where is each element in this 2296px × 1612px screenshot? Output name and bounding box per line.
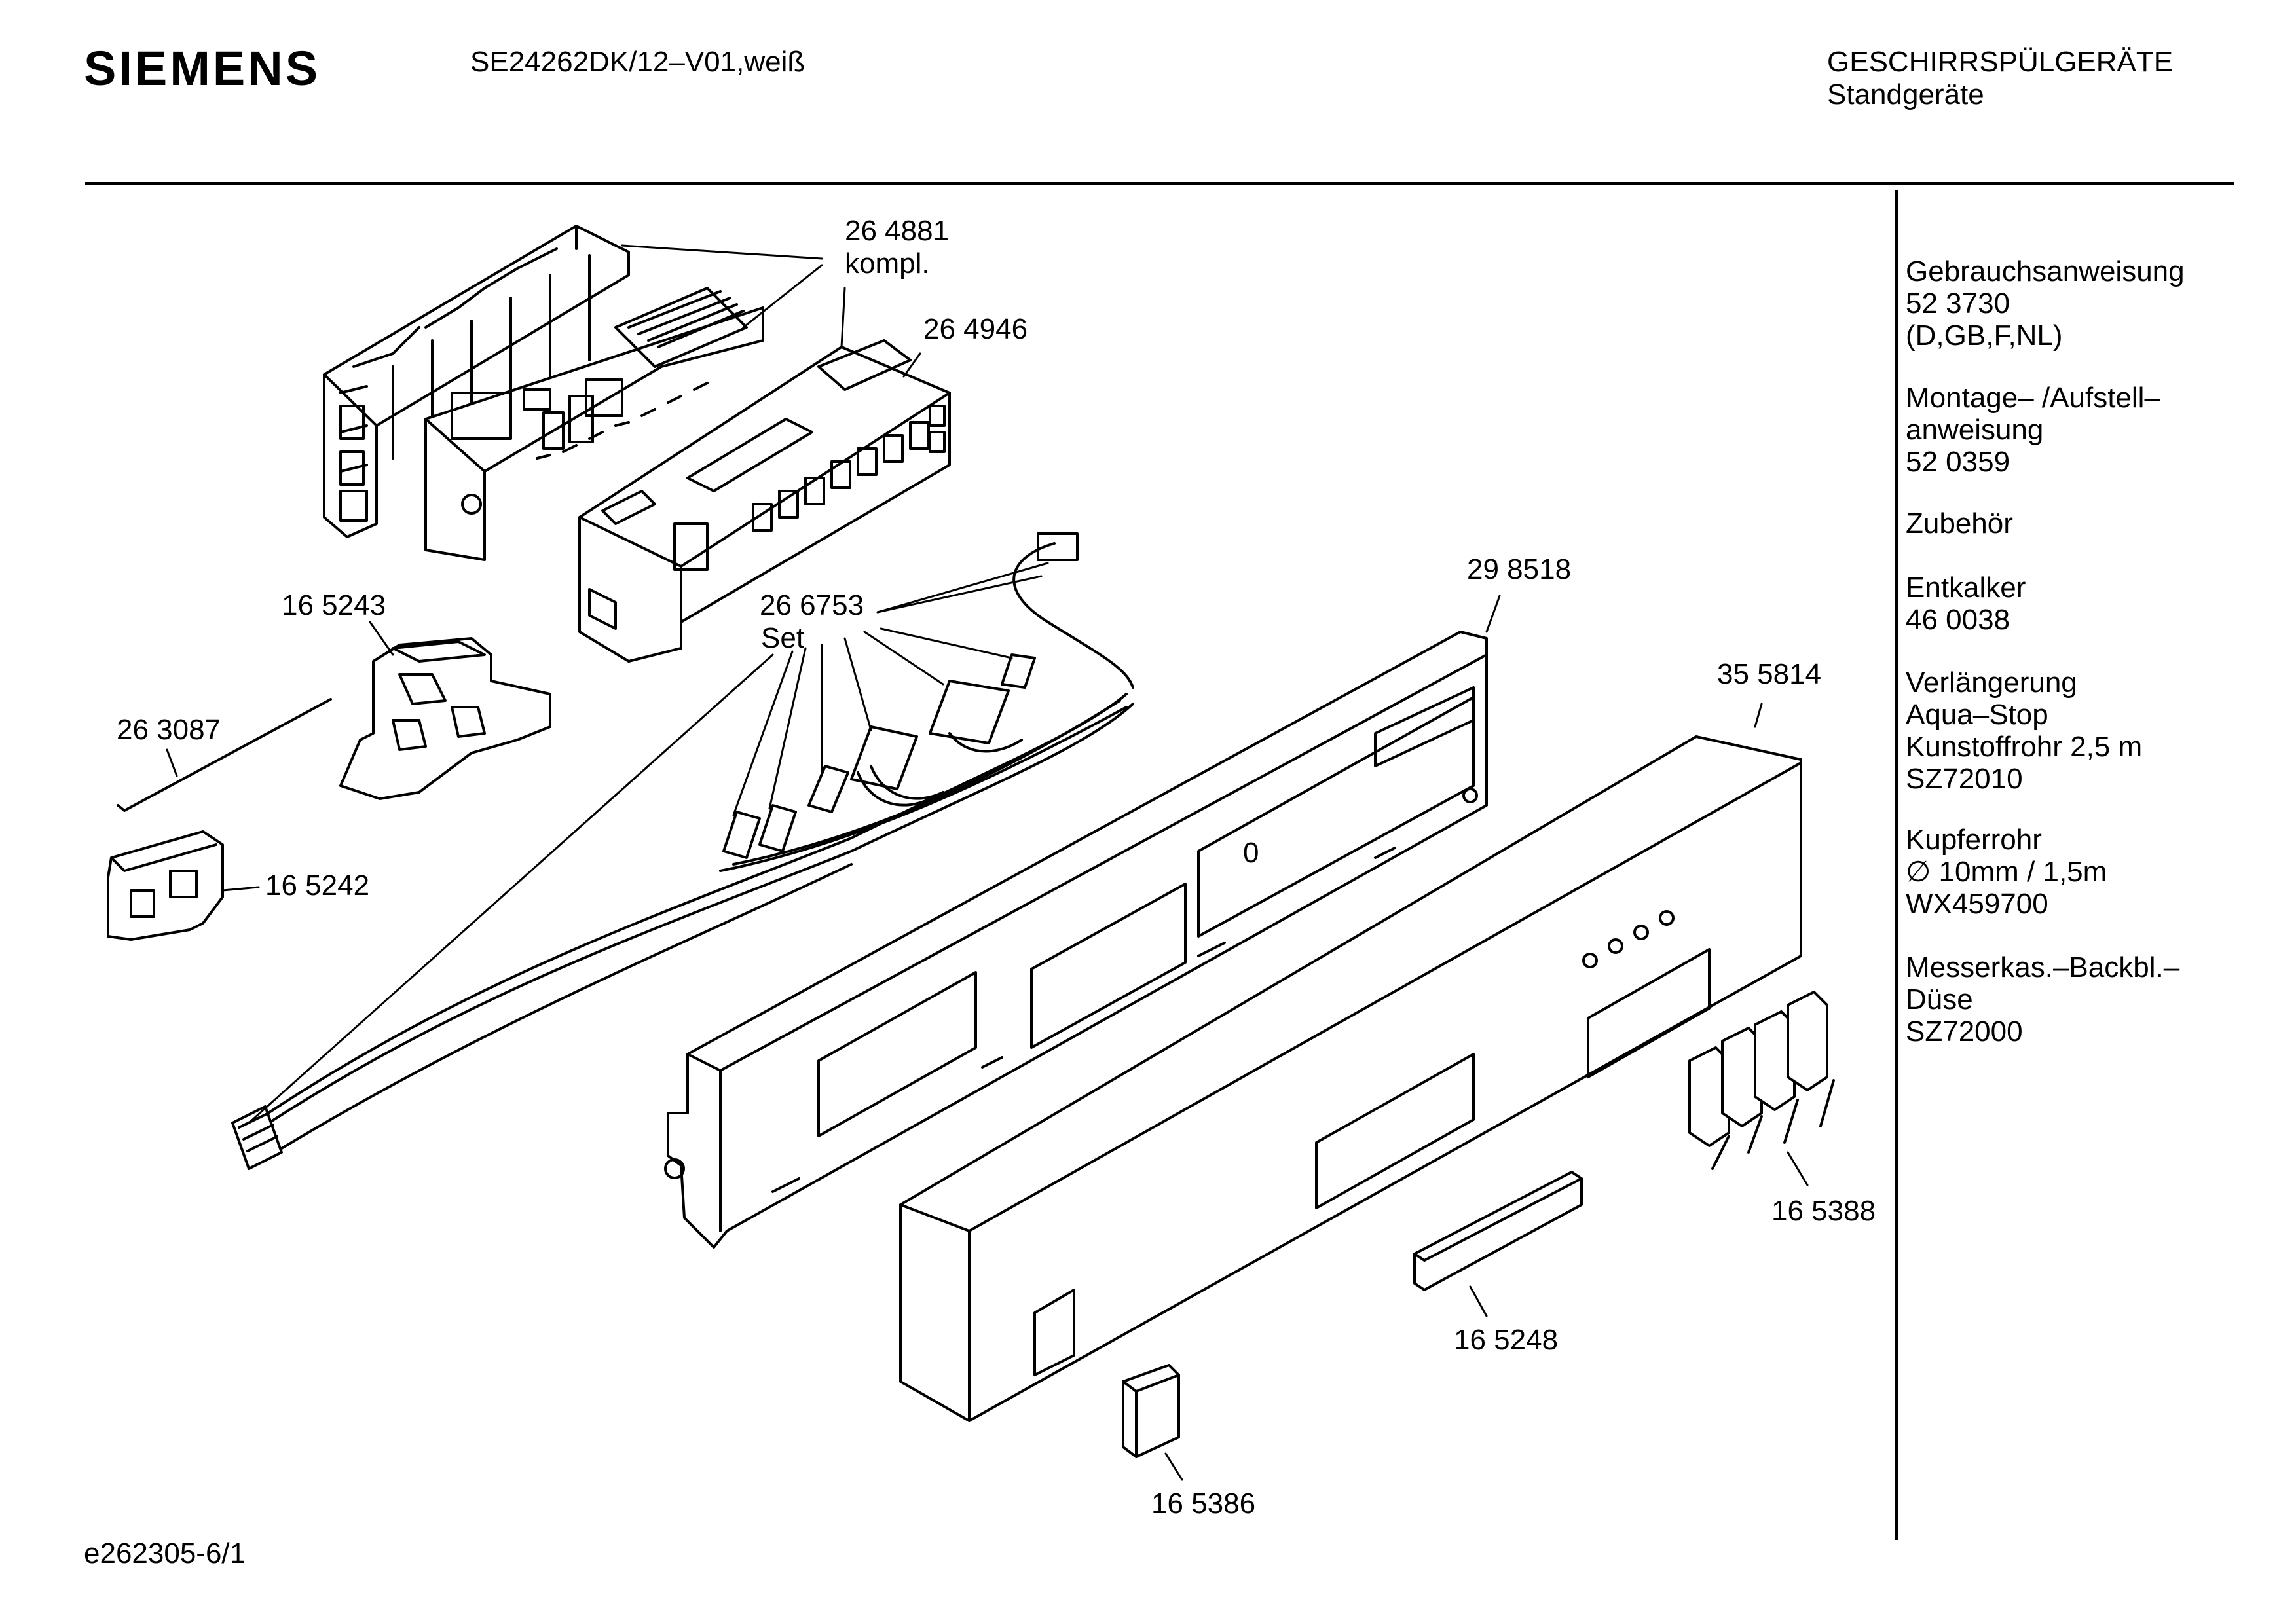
sidebar-descaler: Entkalker 46 0038 (1906, 572, 2026, 636)
sidebar-manual: Gebrauchsanweisung 52 3730 (D,GB,F,NL) (1906, 255, 2185, 352)
part-label-165388: 16 5388 (1771, 1195, 1876, 1227)
part-label-355814: 35 5814 (1717, 658, 1822, 690)
header-divider (85, 182, 2234, 185)
sidebar-nozzle: Messerkas.–Backbl.– Düse SZ72000 (1906, 951, 2180, 1048)
knob-cap-165386 (1122, 1364, 1180, 1458)
spring-rod (117, 698, 332, 812)
part-label-165243: 16 5243 (282, 589, 386, 621)
part-label-266753: 26 6753 (760, 589, 864, 621)
sidebar-copper-pipe: Kupferrohr ∅ 10mm / 1,5m WX459700 (1906, 824, 2107, 920)
wire-harness (231, 532, 1134, 1170)
part-label-263087: 26 3087 (117, 714, 221, 746)
part-label-264881-note: kompl. (845, 247, 930, 280)
part-label-165248: 16 5248 (1454, 1324, 1559, 1356)
bracket-165243 (339, 637, 551, 800)
part-label-264946: 26 4946 (923, 313, 1028, 345)
sidebar-installation: Montage– /Aufstell– anweisung 52 0359 (1906, 382, 2160, 478)
control-module-frame (323, 225, 630, 538)
category-title: GESCHIRRSPÜLGERÄTE (1827, 46, 2174, 78)
brand-logo: SIEMENS (84, 41, 321, 96)
part-label-165386: 16 5386 (1151, 1488, 1256, 1520)
sidebar-accessories: Zubehör (1906, 507, 2013, 540)
category-subtitle: Standgeräte (1827, 79, 1984, 111)
display-strip-165248 (1413, 1171, 1583, 1291)
leader-lines (166, 244, 1809, 1481)
frame-panel-298518 (664, 631, 1488, 1249)
front-fascia-355814 (899, 735, 1802, 1422)
part-label-266753-note: Set (761, 622, 805, 654)
part-label-298518: 29 8518 (1467, 553, 1572, 585)
part-label-165242: 16 5242 (265, 870, 370, 902)
switch-block-165242 (107, 830, 224, 941)
control-unit (578, 339, 951, 663)
circuit-board (424, 287, 764, 561)
sidebar-divider (1895, 190, 1898, 1540)
sidebar-aquastop: Verlängerung Aqua–Stop Kunstoffrohr 2,5 … (1906, 667, 2143, 795)
part-label-264881: 26 4881 (845, 215, 950, 247)
panel-marker: 0 (1243, 837, 1259, 869)
model-number: SE24262DK/12–V01,weiß (470, 46, 805, 78)
drawing-code: e262305-6/1 (84, 1537, 246, 1569)
button-set-165388 (1688, 991, 1835, 1170)
